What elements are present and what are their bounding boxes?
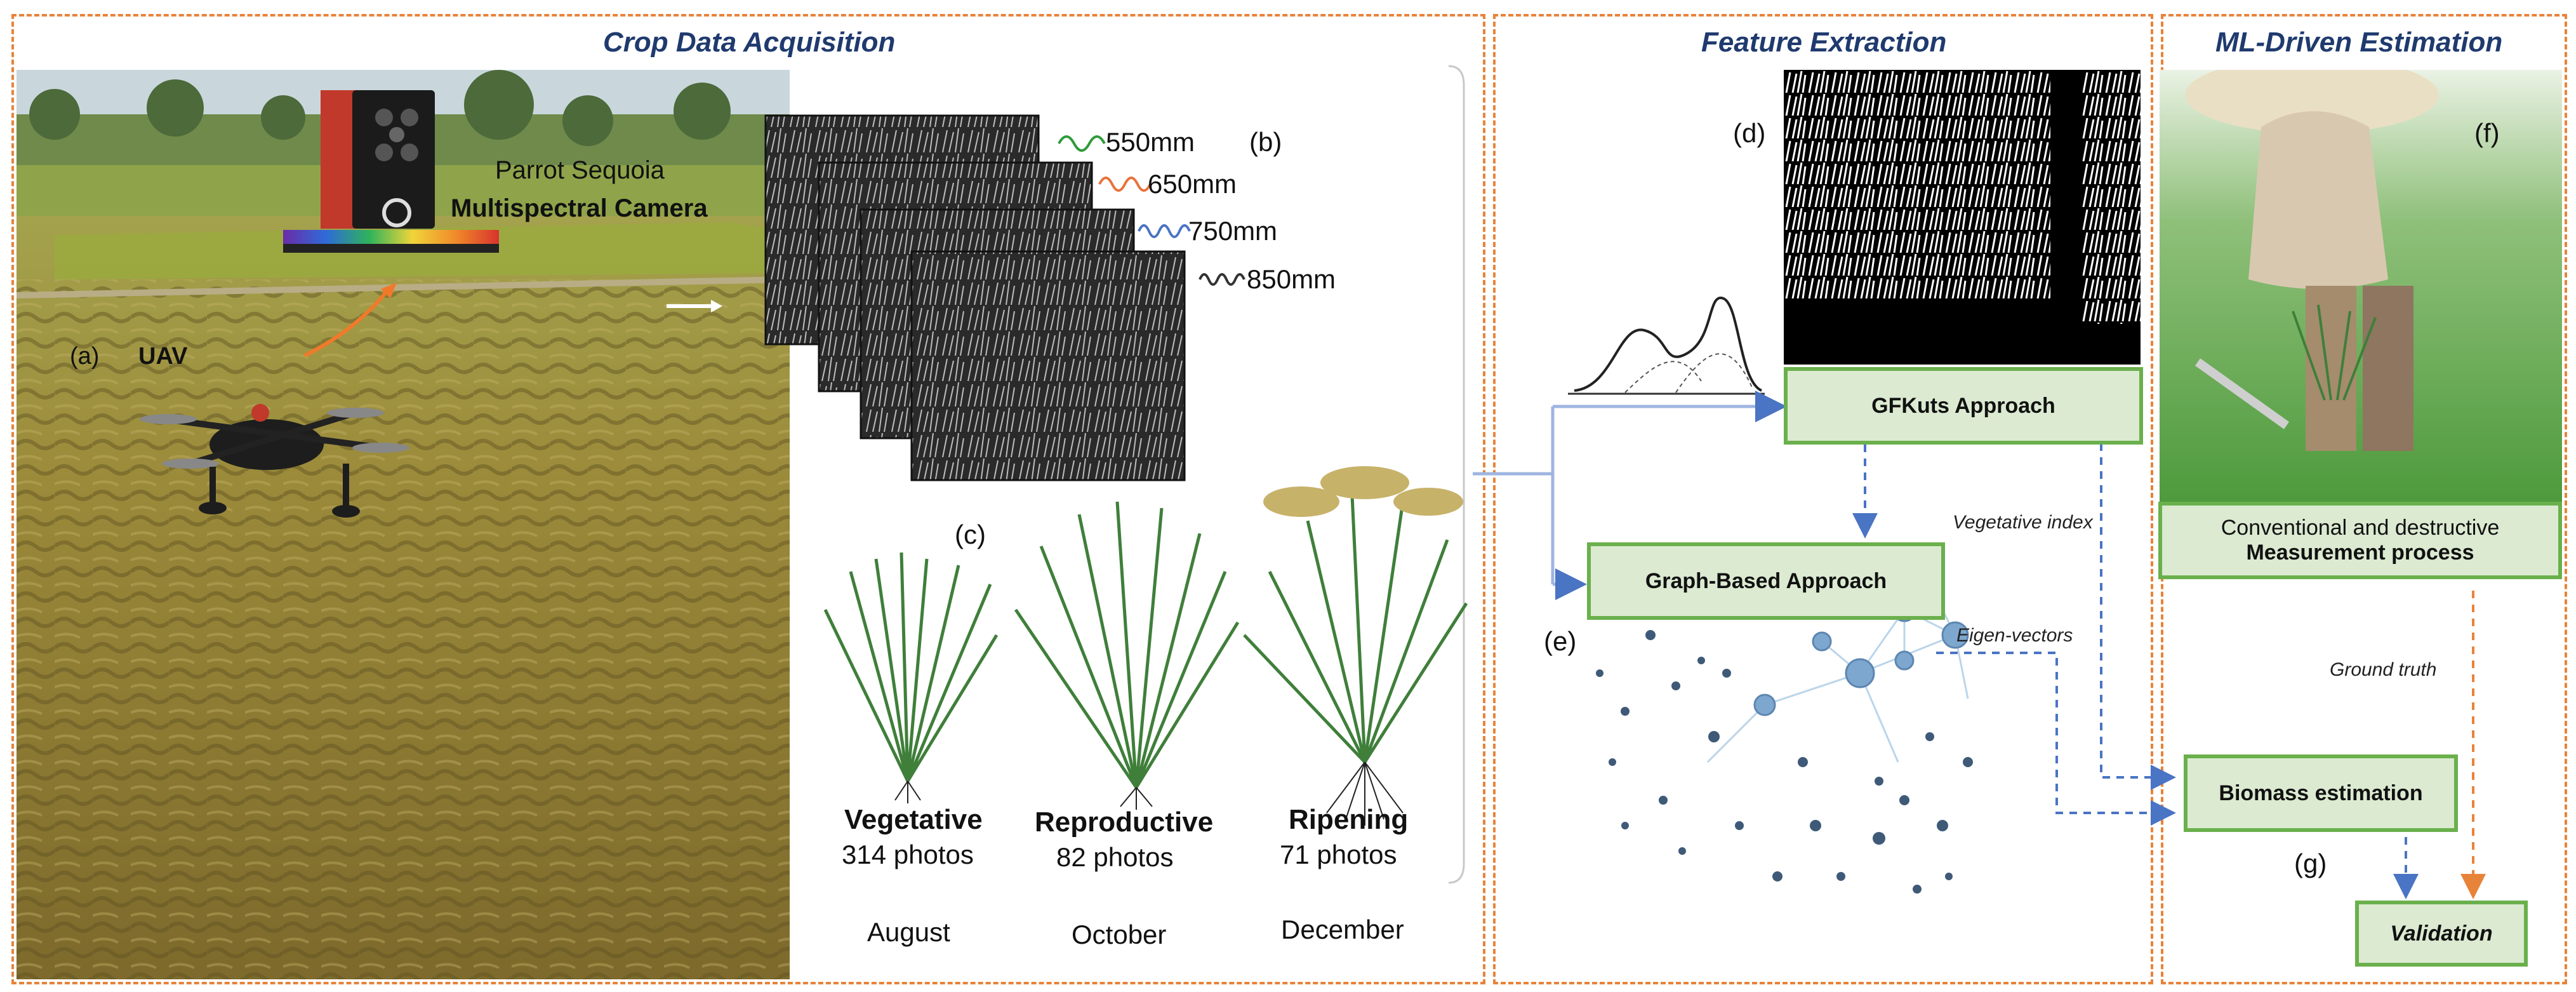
panel-acquisition [11, 14, 1485, 984]
stage-name-ripening: Ripening [1289, 804, 1409, 835]
graph-based-approach-box: Graph-Based Approach [1587, 542, 1945, 620]
annotation-ground-truth: Ground truth [2330, 659, 2437, 680]
band-650: 650mm [1148, 169, 1237, 199]
annotation-vegetative-index: Vegetative index [1953, 512, 2093, 533]
annotation-eigen-vectors: Eigen-vectors [1956, 625, 2073, 646]
label-d: (d) [1733, 118, 1766, 148]
segmented-image [1784, 70, 2141, 365]
label-g: (g) [2294, 848, 2327, 878]
stage-photos-vegetative: 314 photos [842, 840, 974, 869]
stage-photos-ripening: 71 photos [1280, 840, 1397, 869]
camera-label-line1: Parrot Sequoia [495, 156, 665, 184]
stage-month-reproductive: October [1072, 920, 1167, 949]
stage-month-vegetative: August [867, 917, 950, 947]
stage-month-ripening: December [1281, 915, 1404, 944]
measurement-process-box: Conventional and destructive Measurement… [2158, 502, 2562, 579]
label-uav: UAV [138, 343, 188, 370]
title-feature-extraction: Feature Extraction [1701, 27, 1947, 58]
graph-based-label: Graph-Based Approach [1645, 568, 1887, 593]
camera-label-line2: Multispectral Camera [451, 194, 708, 222]
title-acquisition: Crop Data Acquisition [603, 27, 896, 58]
measurement-line2: Measurement process [2246, 540, 2474, 565]
label-e: (e) [1544, 626, 1577, 656]
stage-name-reproductive: Reproductive [1035, 807, 1214, 838]
label-c: (c) [955, 519, 986, 549]
gfkuts-label: GFKuts Approach [1871, 393, 2055, 418]
band-850: 850mm [1247, 264, 1336, 294]
title-ml-estimation: ML-Driven Estimation [2215, 27, 2503, 58]
gfkuts-approach-box: GFKuts Approach [1784, 367, 2143, 445]
band-750: 750mm [1188, 216, 1278, 246]
biomass-estimation-box: Biomass estimation [2184, 754, 2458, 832]
label-a: (a) [70, 343, 100, 370]
validation-label: Validation [2390, 921, 2493, 946]
stage-photos-reproductive: 82 photos [1056, 842, 1174, 872]
validation-box: Validation [2355, 901, 2528, 967]
biomass-label: Biomass estimation [2219, 781, 2423, 805]
label-f: (f) [2474, 118, 2500, 148]
band-550: 550mm [1106, 127, 1195, 157]
label-b: (b) [1249, 127, 1282, 157]
farmer-photo [2160, 70, 2562, 502]
stage-name-vegetative: Vegetative [844, 804, 983, 835]
measurement-line1: Conventional and destructive [2221, 516, 2500, 540]
